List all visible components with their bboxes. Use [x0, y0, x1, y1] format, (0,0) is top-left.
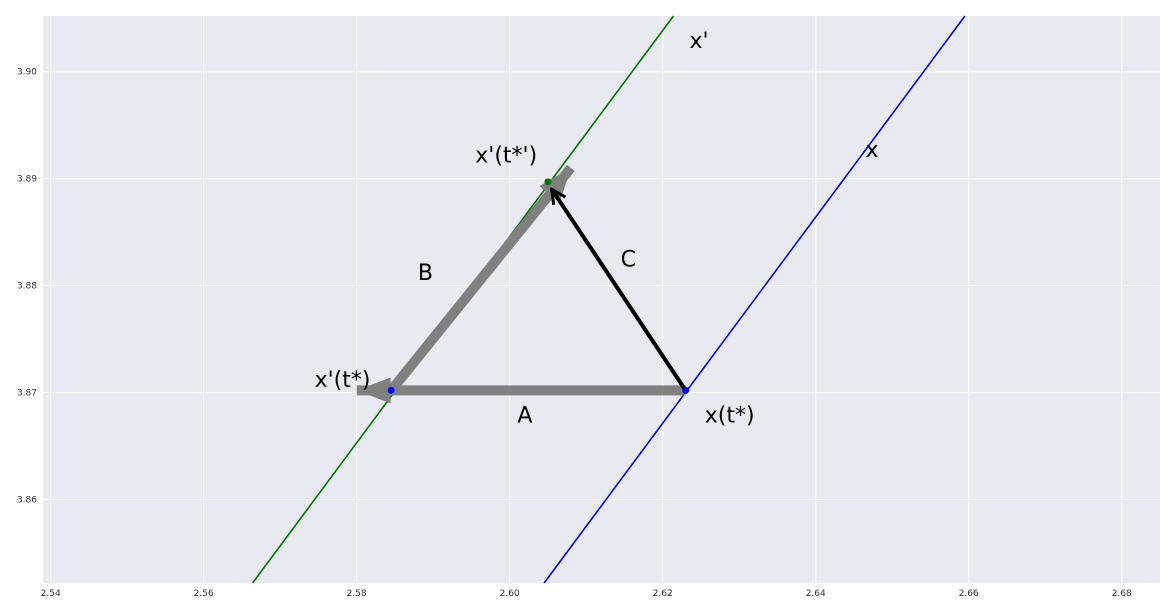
x-tick-label: 2.68 [1112, 589, 1132, 599]
x-tick-label: 2.66 [959, 589, 979, 599]
arrow-c [552, 189, 688, 392]
x-tick-label: 2.54 [41, 589, 61, 599]
x-tick-label: 2.62 [653, 589, 673, 599]
x-tick-label: 2.60 [500, 589, 520, 599]
data-point [387, 386, 395, 394]
points [387, 178, 690, 394]
y-tick-label: 3.87 [17, 389, 37, 399]
series-line-x [543, 15, 966, 584]
plot-area [43, 16, 1160, 583]
annotation-label: x'(t*') [475, 144, 537, 169]
arrows [356, 164, 688, 404]
tick-labels: 2.54 2.56 2.58 2.60 2.62 2.64 2.66 2.68 3.86 3.87… [17, 68, 1132, 599]
y-tick-label: 3.90 [17, 68, 37, 78]
y-tick-label: 3.89 [17, 175, 37, 185]
annotation-label: x(t*) [705, 404, 755, 429]
annotation-label: B [418, 261, 433, 286]
annotation-label: x' [689, 29, 708, 54]
data-point [682, 386, 690, 394]
arrow-b [387, 164, 575, 394]
x-tick-label: 2.64 [806, 589, 826, 599]
x-tick-label: 2.56 [194, 589, 214, 599]
annotation-label: C [621, 247, 636, 272]
y-tick-label: 3.86 [17, 496, 37, 506]
x-tick-label: 2.58 [347, 589, 367, 599]
annotation-label: x [865, 138, 878, 163]
y-tick-label: 3.88 [17, 282, 37, 292]
grid [43, 16, 1160, 583]
annotation-label: x'(t*) [315, 368, 371, 393]
data-point [544, 178, 552, 186]
annotation-label: A [517, 404, 532, 429]
